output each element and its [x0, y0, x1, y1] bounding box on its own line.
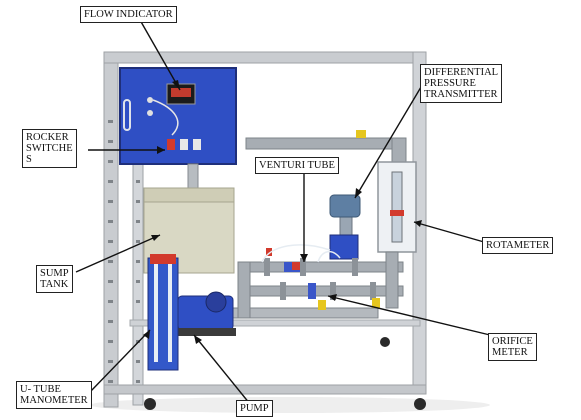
- leader-arrowheads: [143, 80, 422, 344]
- manometer-limb-right: [168, 262, 172, 362]
- frame-bottom-rail: [103, 384, 427, 395]
- top-pipe: [245, 137, 407, 150]
- label-u-tube-manometer: U- TUBE MANOMETER: [16, 381, 92, 409]
- label-venturi-tube: VENTURI TUBE: [255, 157, 339, 174]
- label-orifice-meter: ORIFICE METER: [488, 333, 537, 361]
- valves: [318, 298, 380, 310]
- top-pipe-valve: [356, 130, 366, 138]
- panel-cable: [152, 99, 179, 136]
- floor-shadow: [90, 397, 490, 413]
- frame-left-post: [103, 51, 119, 408]
- dpt-block: [329, 234, 359, 260]
- rocker-switch-group: [167, 139, 201, 150]
- orifice-pipe: [237, 285, 404, 297]
- panel-handle: [123, 99, 131, 131]
- venturi-pipe: [237, 261, 404, 273]
- rotameter-tube: [391, 171, 403, 243]
- pump-housing: [205, 291, 227, 313]
- label-differential-pressure-transmitter: DIFFERENTIAL PRESSURE TRANSMITTER: [420, 64, 503, 103]
- label-sump-tank: SUMP TANK: [36, 265, 73, 293]
- pipe-riser-left: [237, 261, 251, 319]
- orifice-plate: [308, 283, 316, 299]
- panel-knob-2: [147, 110, 153, 116]
- label-rocker-switch: ROCKER SWITCHE S: [22, 129, 77, 168]
- pipe-flanges: [264, 258, 376, 300]
- pressure-tubing: [261, 244, 341, 263]
- sump-tank-lid: [143, 187, 235, 203]
- panel-knob: [147, 97, 153, 103]
- red-valves: [266, 248, 300, 270]
- castor-wheels: [144, 337, 426, 410]
- frame-mid-rail: [129, 319, 421, 327]
- label-rotameter: ROTAMETER: [482, 237, 554, 254]
- leader-lines: [75, 19, 491, 405]
- top-pipe-elbow: [391, 137, 407, 165]
- label-flow-indicator: FLOW INDICATOR: [80, 6, 177, 23]
- manometer-cap: [150, 254, 176, 264]
- dpt-head: [329, 194, 361, 218]
- manometer-board: [147, 257, 179, 371]
- return-riser: [385, 251, 399, 309]
- label-pump: PUMP: [236, 400, 273, 417]
- flow-indicator-screen: [171, 88, 191, 97]
- rotameter-float: [390, 210, 404, 216]
- manometer-limb-left: [154, 262, 158, 362]
- pump-base: [174, 328, 236, 336]
- frame-top-rail: [103, 51, 427, 64]
